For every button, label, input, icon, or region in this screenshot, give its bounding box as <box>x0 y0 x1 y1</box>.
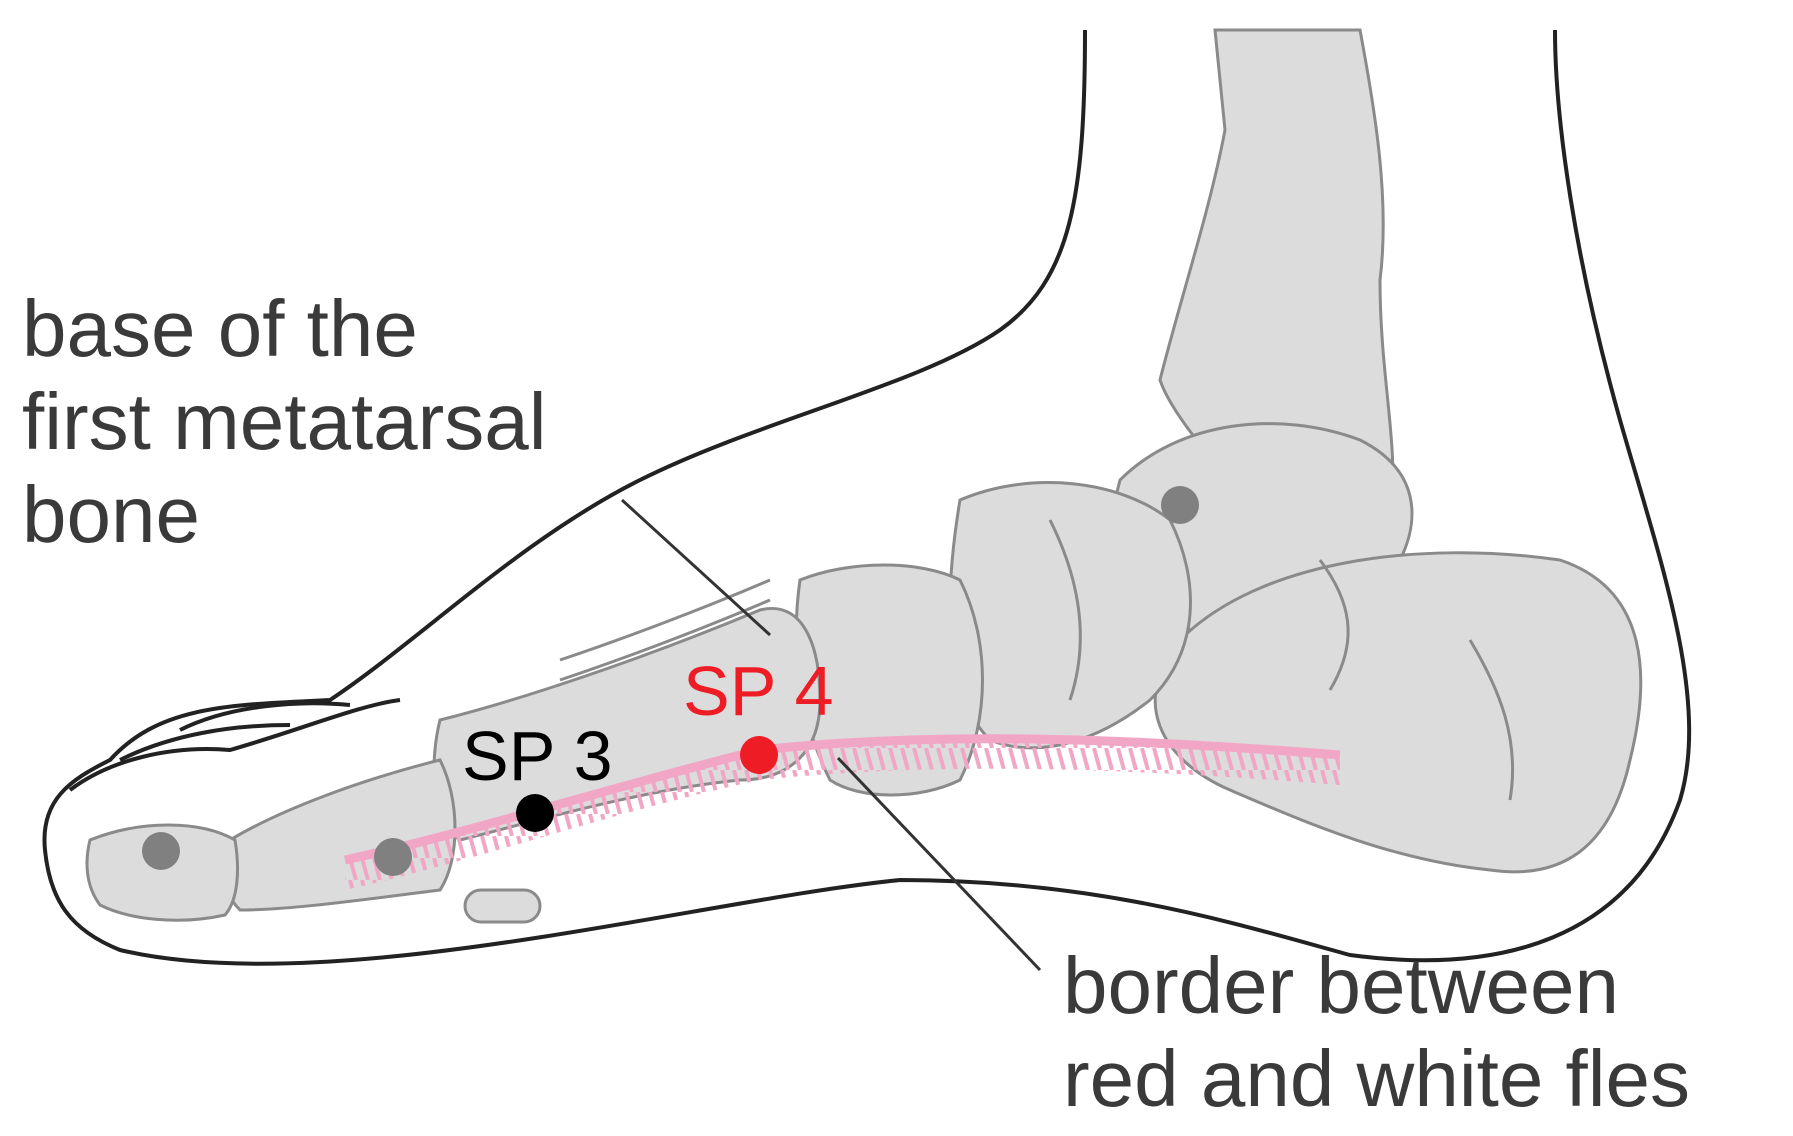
leader-line-base-metatarsal <box>622 500 770 635</box>
sp4-label: SP 4 <box>683 652 834 730</box>
base-of-first-metatarsal-label: base of the first metatarsal bone <box>22 282 547 561</box>
sp3-label: SP 3 <box>462 717 613 795</box>
acupoint-marker-phalanx <box>374 838 412 876</box>
flesh-border-label: border between red and white fles <box>1063 939 1690 1125</box>
sp4-marker <box>740 736 778 774</box>
acupoint-marker-toe <box>142 832 180 870</box>
proximal-phalanx-bone <box>223 760 455 910</box>
sp3-marker <box>516 794 554 832</box>
acupoint-marker-ankle <box>1161 486 1199 524</box>
toe-outline <box>70 700 400 790</box>
sesamoid-bone <box>465 890 540 922</box>
